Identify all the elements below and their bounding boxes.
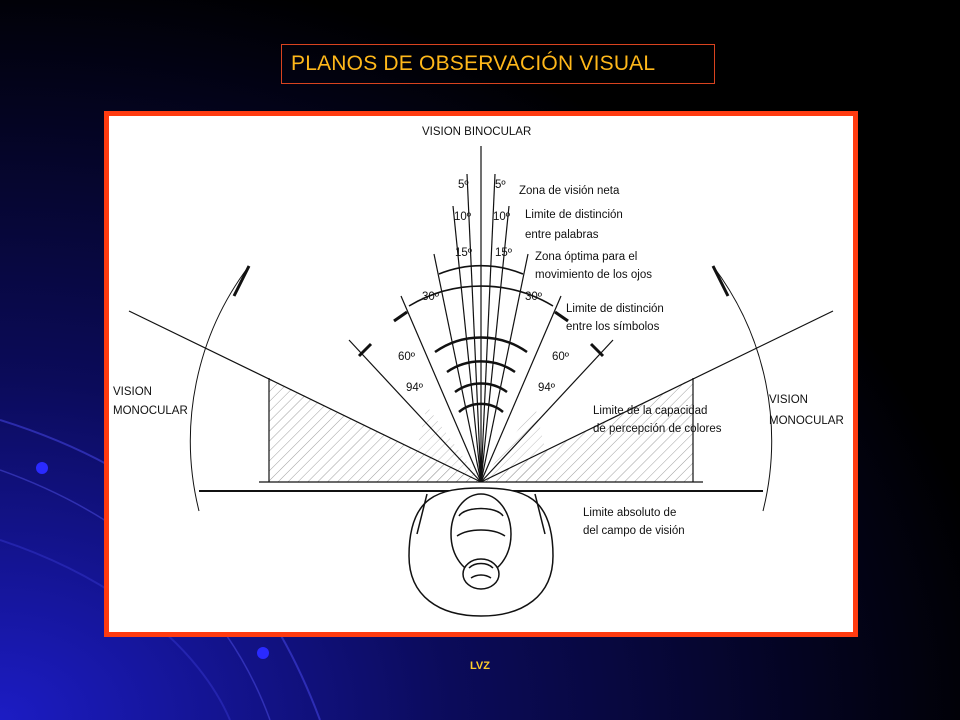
- monocular-left-label-line2: MONOCULAR: [113, 405, 188, 417]
- annotation-limite-absoluto-2: del campo de visión: [583, 525, 685, 537]
- annotation-limite-palabras-1: Limite de distinción: [525, 209, 623, 221]
- slide-title-text: PLANOS DE OBSERVACIÓN VISUAL: [291, 52, 656, 75]
- annotation-limite-simbolos-2: entre los símbolos: [566, 321, 660, 333]
- footer-initials: LVZ: [470, 660, 490, 672]
- angle-60-right: 60º: [552, 351, 570, 363]
- angle-30-left: 30º: [422, 291, 440, 303]
- angle-15-right: 15º: [495, 247, 513, 259]
- angle-94-left: 94º: [406, 382, 424, 394]
- angle-60-left: 60º: [398, 351, 416, 363]
- vision-rays: [128, 146, 834, 492]
- annotation-zona-optima-2: movimiento de los ojos: [535, 269, 652, 281]
- decor-dot: [36, 462, 48, 474]
- angle-15-left: 15º: [455, 247, 473, 259]
- monocular-right-label-line2: MONOCULAR: [769, 415, 844, 427]
- annotation-limite-colores-1: Limite de la capacidad: [593, 405, 707, 417]
- angle-10-right: 10º: [493, 211, 511, 223]
- annotation-zona-optima-1: Zona óptima para el: [535, 251, 637, 263]
- angle-94-right: 94º: [538, 382, 556, 394]
- limit-arcs: [189, 264, 773, 512]
- binocular-label: VISION BINOCULAR: [422, 126, 531, 138]
- annotation-zona-neta: Zona de visión neta: [519, 185, 620, 197]
- slide-title: PLANOS DE OBSERVACIÓN VISUAL: [281, 44, 715, 84]
- diagram-frame: VISION BINOCULAR VISION MONOCULAR VISION…: [104, 111, 858, 637]
- angle-30-right: 30º: [525, 291, 543, 303]
- vision-field-diagram: VISION BINOCULAR VISION MONOCULAR VISION…: [113, 126, 844, 617]
- annotation-limite-palabras-2: entre palabras: [525, 229, 599, 241]
- annotation-limite-colores-2: de percepción de colores: [593, 423, 722, 435]
- monocular-left-label-line1: VISION: [113, 386, 152, 398]
- annotation-limite-absoluto-1: Limite absoluto de: [583, 507, 676, 519]
- angle-5-right: 5º: [495, 179, 506, 191]
- decor-dot: [257, 647, 269, 659]
- angle-10-left: 10º: [454, 211, 472, 223]
- observer-figure: [408, 487, 554, 617]
- annotation-limite-simbolos-1: Limite de distinción: [566, 303, 664, 315]
- angle-5-left: 5º: [458, 179, 469, 191]
- monocular-right-label-line1: VISION: [769, 394, 808, 406]
